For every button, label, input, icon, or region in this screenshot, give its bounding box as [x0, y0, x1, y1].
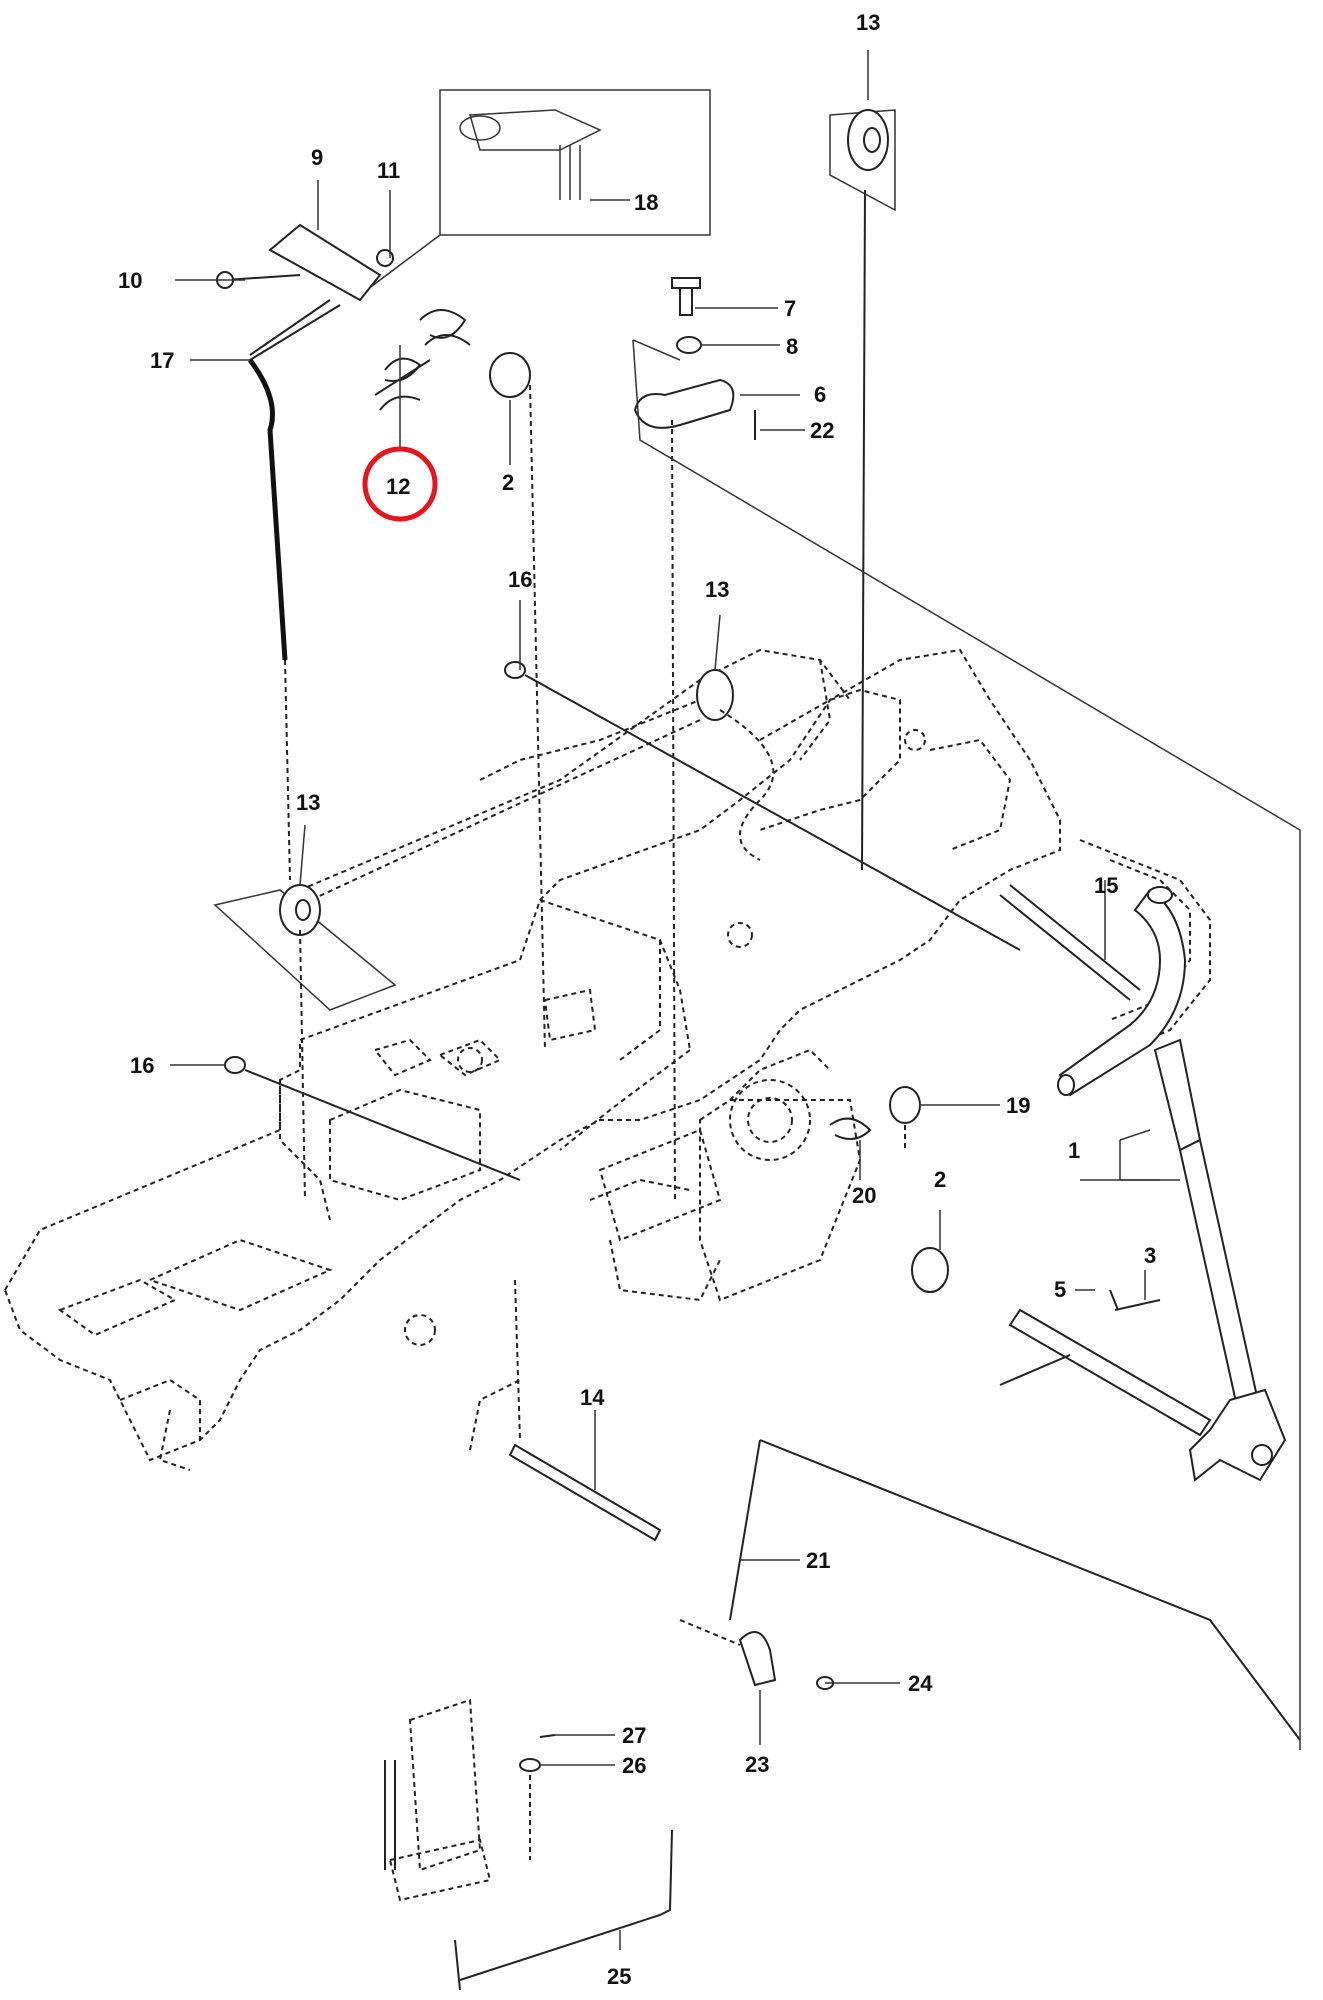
callout-11: 11 — [377, 158, 400, 183]
callout-27: 27 — [622, 1723, 646, 1748]
callout-26: 26 — [622, 1753, 646, 1778]
callout-24: 24 — [908, 1671, 933, 1696]
callout-13: 13 — [296, 790, 320, 815]
callout-17: 17 — [150, 348, 174, 373]
detail-inset-box — [439, 89, 711, 236]
callout-5: 5 — [1054, 1277, 1066, 1302]
chassis-frame — [3, 648, 1211, 1471]
callout-15: 15 — [1094, 873, 1118, 898]
callout-23: 23 — [745, 1752, 769, 1777]
callout-12: 12 — [386, 474, 410, 499]
callout-18: 18 — [634, 190, 658, 215]
callout-1: 1 — [1068, 1138, 1080, 1163]
callout-10: 10 — [118, 268, 142, 293]
callout-9: 9 — [311, 145, 323, 170]
leader-lines — [170, 50, 1180, 1950]
callout-16: 16 — [508, 567, 532, 592]
parts — [213, 89, 1301, 1991]
callout-25: 25 — [607, 1964, 631, 1989]
callout-2: 2 — [502, 470, 514, 495]
callout-2: 2 — [934, 1167, 946, 1192]
callout-13: 13 — [856, 10, 880, 35]
torsion-spring-part-12 — [374, 309, 471, 411]
callout-labels: 1 2 2 3 5 6 7 8 9 10 11 12 13 13 13 14 1… — [118, 10, 1156, 1989]
callout-13: 13 — [705, 577, 729, 602]
callout-20: 20 — [852, 1183, 876, 1208]
callout-7: 7 — [784, 296, 796, 321]
callout-3: 3 — [1144, 1243, 1156, 1268]
callout-22: 22 — [810, 418, 834, 443]
callout-16: 16 — [130, 1053, 154, 1078]
bracket-part — [268, 223, 382, 302]
callout-14: 14 — [580, 1385, 605, 1410]
callout-21: 21 — [806, 1548, 830, 1573]
callout-19: 19 — [1006, 1093, 1030, 1118]
callout-8: 8 — [786, 334, 798, 359]
highlight-ring — [362, 446, 438, 522]
callout-6: 6 — [814, 382, 826, 407]
